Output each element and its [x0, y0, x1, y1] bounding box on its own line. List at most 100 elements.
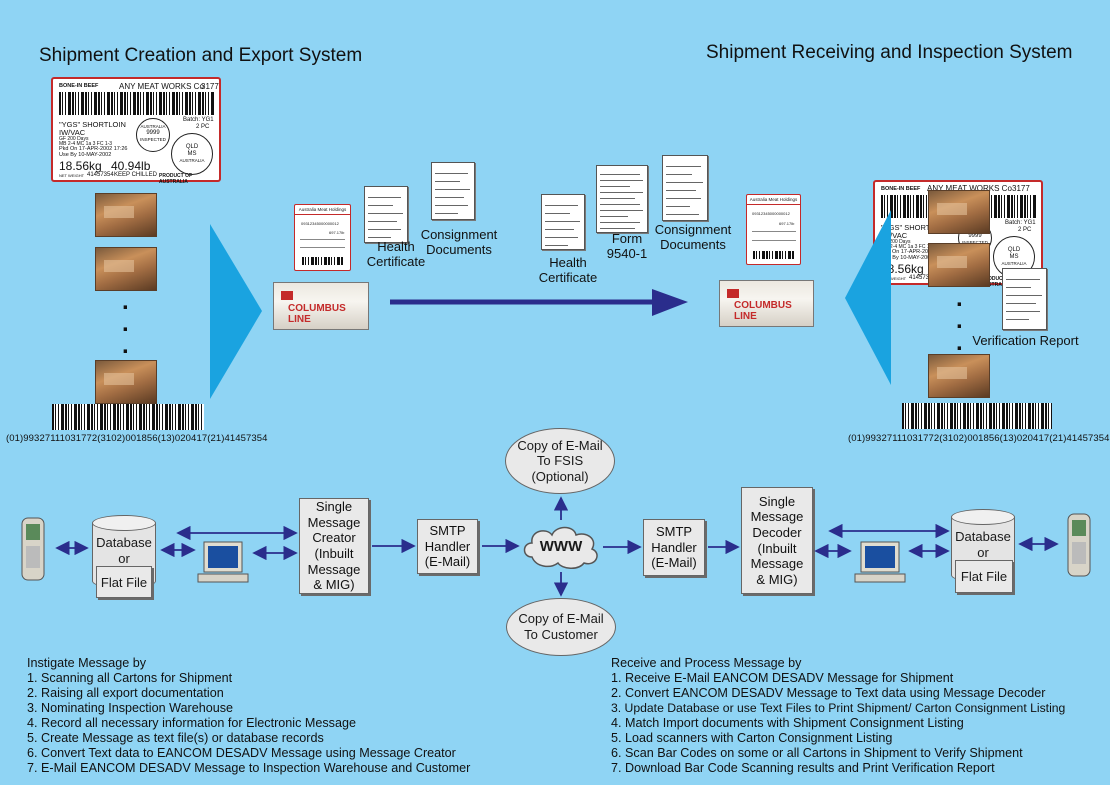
label-line1: GF 200 Days	[881, 239, 911, 245]
label-serial: 41457354	[87, 172, 114, 178]
label-net-weight: NET WEIGHT	[59, 173, 85, 178]
receive-step-6: 6. Scan Bar Codes on some or all Cartons…	[611, 746, 1023, 760]
carton-image	[928, 243, 990, 287]
triangle-left-pointer	[845, 210, 891, 385]
card-id: 697.17lb	[329, 230, 345, 235]
instigate-step-4: 4. Record all necessary information for …	[27, 716, 356, 730]
label-batch: Batch: YG1	[183, 117, 214, 123]
receive-step-4: 4. Match Import documents with Shipment …	[611, 716, 964, 730]
stamp2-mid-text: MS	[1009, 254, 1019, 261]
shipping-container-right: COLUMBUS LINE	[719, 280, 814, 327]
label-pack: IW/VAC	[881, 231, 908, 240]
form-9540-doc	[596, 165, 648, 233]
barcode-scanner-icon	[1067, 513, 1091, 577]
label-pieces: 2 PC	[196, 124, 210, 130]
label-product-type: BONE-IN BEEF	[881, 186, 921, 192]
main-shipment-arrow	[390, 289, 688, 316]
carton-image	[928, 354, 990, 398]
ellipsis-dot: .	[956, 285, 963, 312]
label-barcode	[59, 92, 215, 115]
flag-icon	[727, 289, 739, 298]
receive-step-5: 5. Load scanners with Carton Consignment…	[611, 731, 893, 745]
label-keep: KEEP CHILLED	[114, 172, 157, 178]
instigate-step-2: 2. Raising all export documentation	[27, 686, 224, 700]
label-packed: Pkd On 17-APR-2002 17:26	[59, 146, 128, 152]
barcode-text-left: (01)99327111031772(3102)001856(13)020417…	[6, 433, 268, 444]
barcode-left	[52, 404, 204, 430]
health-certificate-doc-left	[364, 186, 408, 243]
carton-image	[95, 193, 157, 237]
label-line2: MB 2-4 MC 1a 3 FC 1-3	[59, 141, 113, 147]
www-label: WWW	[539, 538, 583, 555]
instigate-step-7: 7. E-Mail EANCOM DESADV Message to Inspe…	[27, 761, 471, 775]
database-left-label: Database or	[96, 535, 152, 567]
card-barcode	[753, 251, 795, 259]
label-packed: Pkd On 17-APR-2002 17:26	[881, 249, 950, 255]
card-barcode	[302, 257, 344, 265]
label-weight-kg: 18.56kg	[881, 262, 924, 276]
flat-file-left: Flat File	[96, 566, 152, 598]
carton-image	[95, 360, 157, 404]
carton-image	[95, 247, 157, 291]
label-weight-lb: 40.94lb	[111, 159, 151, 173]
flag-icon	[281, 291, 293, 300]
ellipsis-dot: .	[122, 332, 129, 359]
flow-arrows	[55, 496, 1059, 597]
consignment-doc-right	[662, 155, 708, 221]
ellipsis-dot: .	[122, 288, 129, 315]
stamp-bottom-text: INSPECTED	[959, 240, 991, 246]
title-right: Shipment Receiving and Inspection System	[706, 42, 1073, 63]
card-title: Australia Meat Holdings	[747, 197, 800, 205]
health-certificate-doc-right	[541, 194, 585, 250]
triangle-right-pointer	[210, 224, 262, 399]
card-id: 697.17lb	[779, 221, 795, 226]
instigate-step-1: 1. Scanning all Cartons for Shipment	[27, 671, 233, 685]
inspection-stamp-icon: AUSTRALIA 9999 INSPECTED	[136, 118, 170, 152]
label-line1: GF 200 Days	[59, 136, 89, 142]
form-label: Form 9540-1	[606, 231, 648, 261]
stamp2-bottom-text: AUSTRALIA	[1001, 261, 1027, 267]
carton-label-left: BONE-IN BEEF ANY MEAT WORKS Co 3177 Batc…	[51, 77, 221, 185]
instigate-step-6: 6. Convert Text data to EANCOM DESADV Me…	[27, 746, 456, 760]
container-brand: COLUMBUS LINE	[288, 303, 346, 325]
label-batch: Batch: YG1	[1005, 220, 1036, 226]
instigate-step-5: 5. Create Message as text file(s) or dat…	[27, 731, 324, 745]
consignment-documents-label-right: Consignment Documents	[654, 222, 732, 252]
card-title: Australia Meat Holdings	[295, 207, 350, 215]
card-ref: 09312345000000012	[301, 221, 339, 226]
barcode-scanner-icon	[21, 517, 45, 581]
label-weight-kg: 18.56kg	[59, 159, 102, 173]
instigate-step-3: 3. Nominating Inspection Warehouse	[27, 701, 234, 715]
customer-copy-oval: Copy of E-Mail To Customer	[506, 598, 616, 656]
receive-step-3: 3. Update Database or use Text Files to …	[611, 701, 1066, 715]
ellipsis-dot: .	[956, 329, 963, 356]
title-left: Shipment Creation and Export System	[39, 45, 363, 66]
consignment-card-left: Australia Meat Holdings 0931234500000001…	[294, 204, 351, 271]
state-stamp-icon: QLD MS AUSTRALIA	[171, 133, 213, 175]
instigate-heading: Instigate Message by	[27, 656, 147, 670]
stamp2-top-text: QLD	[185, 144, 199, 150]
barcode-right	[902, 403, 1052, 429]
label-pieces: 2 PC	[1018, 227, 1032, 233]
stamp2-top-text: QLD	[1007, 247, 1021, 253]
health-certificate-label-right: Health Certificate	[538, 255, 598, 285]
receive-step-7: 7. Download Bar Code Scanning results an…	[611, 761, 995, 775]
stamp2-mid-text: MS	[187, 151, 197, 158]
message-creator-box: Single Message Creator (Inbuilt Message …	[299, 498, 369, 594]
receive-step-1: 1. Receive E-Mail EANCOM DESADV Message …	[611, 671, 954, 685]
verification-report-label: Verification Report	[972, 333, 1079, 348]
stamp-top-text: AUSTRALIA	[140, 124, 166, 129]
fsis-copy-oval: Copy of E-Mail To FSIS (Optional)	[505, 428, 615, 494]
internet-cloud-icon	[523, 526, 598, 569]
smtp-handler-left-box: SMTP Handler (E-Mail)	[417, 519, 478, 574]
shipping-container-left: COLUMBUS LINE	[273, 282, 369, 330]
label-product: "YGS" SHORTLOIN	[59, 120, 126, 129]
container-brand: COLUMBUS LINE	[734, 300, 792, 322]
label-use-by: Use By 10-MAY-2002	[881, 255, 934, 261]
consignment-doc-left	[431, 162, 475, 220]
consignment-card-right: Australia Meat Holdings 0931234500000001…	[746, 194, 801, 265]
barcode-text-right: (01)99327111031772(3102)001856(13)020417…	[848, 433, 1110, 444]
label-company: ANY MEAT WORKS Co	[119, 82, 204, 91]
stamp-number: 9999	[146, 129, 160, 136]
carton-image	[928, 190, 990, 234]
